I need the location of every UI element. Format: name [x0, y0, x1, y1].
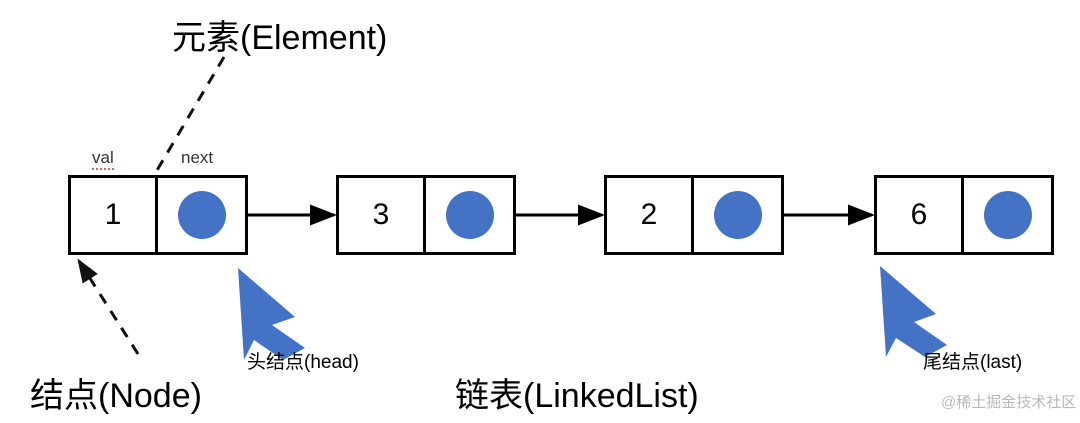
- node-2-value: 3: [339, 178, 426, 252]
- filled-circle-pointer-icon: [713, 191, 762, 239]
- node-4-value: 6: [877, 178, 964, 252]
- linked-list-node-1[interactable]: 1: [68, 175, 248, 255]
- node-4-next-cell: [964, 178, 1051, 252]
- node-callout-leader: [77, 258, 140, 355]
- node-2-next-cell: [426, 178, 513, 252]
- field-label-val: val: [92, 148, 114, 170]
- field-label-next: next: [181, 148, 214, 167]
- node-1-next-cell: [158, 178, 245, 252]
- filled-circle-pointer-icon: [177, 191, 226, 239]
- filled-circle-pointer-icon: [983, 191, 1032, 239]
- node-1-value: 1: [71, 178, 158, 252]
- filled-circle-pointer-icon: [445, 191, 494, 239]
- linked-list-node-4[interactable]: 6: [874, 175, 1054, 255]
- node-3-value: 2: [607, 178, 694, 252]
- linkedlist-callout-label: 链表(LinkedList): [455, 377, 699, 415]
- watermark-text: @稀土掘金技术社区: [941, 394, 1077, 411]
- field-label-val-text: val: [92, 148, 114, 170]
- head-callout-label: 头结点(head): [247, 352, 359, 373]
- node-callout-label: 结点(Node): [30, 377, 202, 415]
- linked-list-node-2[interactable]: 3: [336, 175, 516, 255]
- last-block-arrow: [880, 266, 947, 357]
- last-callout-label: 尾结点(last): [923, 352, 1023, 373]
- node-3-next-cell: [694, 178, 781, 252]
- element-callout-label: 元素(Element): [172, 19, 388, 57]
- linked-list-node-3[interactable]: 2: [604, 175, 784, 255]
